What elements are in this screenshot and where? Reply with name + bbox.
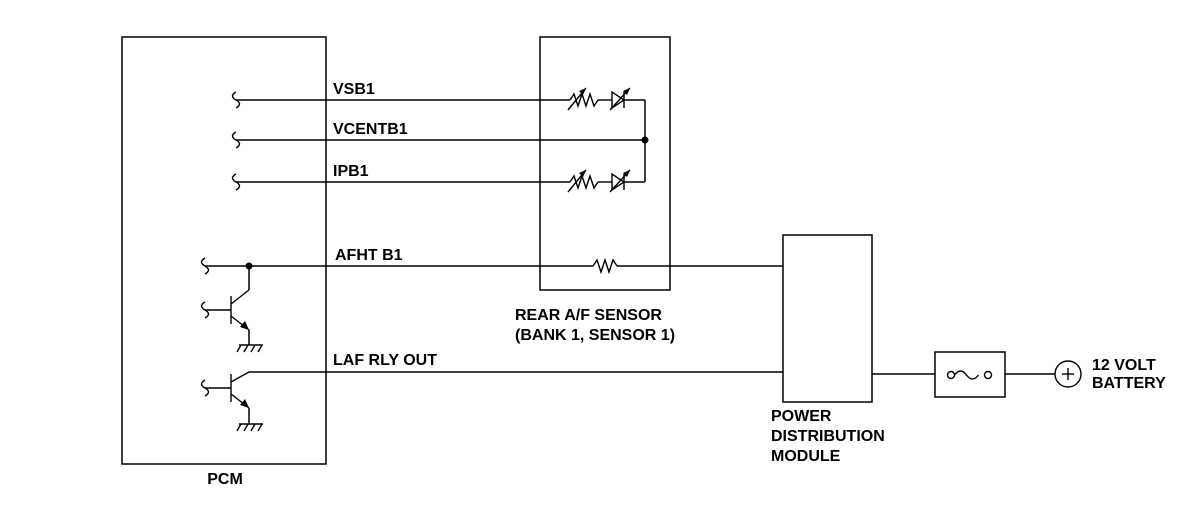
battery-positive-icon <box>1054 360 1082 388</box>
sensor-box <box>539 36 671 291</box>
pdm-label-line3: MODULE <box>771 448 841 465</box>
fuse-box <box>934 351 1006 398</box>
pcm-label: PCM <box>207 471 243 488</box>
fuse-icon <box>946 370 993 380</box>
heater-resistor <box>592 257 618 275</box>
wire-label-vcentb1: VCENTB1 <box>333 121 408 138</box>
pdm-label-line2: DISTRIBUTION <box>771 428 885 445</box>
sensor-cell-lower <box>567 169 645 193</box>
wire-label-laf-rly-out: LAF RLY OUT <box>333 352 437 369</box>
transistor-relay-driver <box>205 371 263 432</box>
wire-label-vsb1: VSB1 <box>333 81 375 98</box>
transistor-heater-driver <box>205 266 263 353</box>
wire-label-afht-b1: AFHT B1 <box>335 247 403 264</box>
pdm-label-line1: POWER <box>771 408 832 425</box>
wire-label-ipb1: IPB1 <box>333 163 369 180</box>
pcm-box <box>121 36 327 465</box>
sensor-junction-dot <box>641 136 649 144</box>
sensor-label-line1: REAR A/F SENSOR <box>515 307 662 324</box>
battery-label-line1: 12 VOLT <box>1092 357 1156 374</box>
pcm-connectors <box>200 91 241 397</box>
pdm-box <box>782 234 873 403</box>
sensor-cell-upper <box>567 87 645 111</box>
battery-label-line2: BATTERY <box>1092 375 1166 392</box>
sensor-label-line2: (BANK 1, SENSOR 1) <box>515 327 675 344</box>
